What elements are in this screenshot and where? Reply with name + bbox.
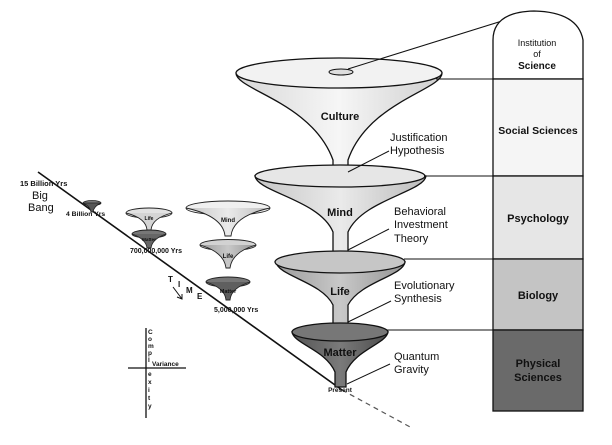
stage3-cones: Mind Life Matter bbox=[185, 200, 271, 301]
cx-i: i bbox=[148, 387, 150, 394]
es-line-1: Evolutionary bbox=[394, 280, 455, 292]
science-column: Institution of Science Social Sciences P… bbox=[347, 10, 584, 412]
time-letter-t: T bbox=[168, 275, 173, 284]
cx-l: l bbox=[148, 357, 150, 364]
present-label: Present bbox=[328, 387, 353, 394]
time-letter-e: E bbox=[197, 292, 203, 301]
es-line-2: Synthesis bbox=[394, 293, 442, 305]
five-million-years: 5,000,000 Yrs bbox=[214, 307, 258, 314]
psychology-label: Psychology bbox=[507, 213, 570, 225]
time-letter-i: I bbox=[178, 280, 180, 289]
cx-x: x bbox=[148, 379, 152, 386]
cx-p: p bbox=[148, 350, 152, 357]
complexity-variance-axes: C o m p l e x i t y Variance bbox=[128, 328, 186, 418]
complexity-label: C o m p l e x i t y bbox=[148, 329, 154, 410]
bit-line-1: Behavioral bbox=[394, 206, 446, 218]
matter-label: Matter bbox=[323, 347, 357, 359]
social-sciences-box bbox=[492, 78, 584, 177]
stage2-cones: Life Matter bbox=[125, 207, 173, 249]
bit-pointer bbox=[347, 228, 390, 251]
stage3-life-label: Life bbox=[223, 254, 234, 260]
time-label: T I M E bbox=[168, 275, 203, 301]
jh-line-1: Justification bbox=[390, 132, 447, 144]
physical-sciences-box bbox=[492, 329, 584, 412]
stage2-matter-label: Matter bbox=[142, 237, 156, 242]
timeline-future-dashed bbox=[341, 389, 413, 429]
cx-m: m bbox=[148, 343, 154, 350]
cx-e: e bbox=[148, 371, 152, 378]
cone-life: Life bbox=[274, 250, 406, 327]
institution-line-2: of bbox=[533, 49, 541, 59]
biology-box bbox=[492, 258, 584, 331]
physical-sciences-line-1: Physical bbox=[516, 358, 561, 370]
qg-line-1: Quantum bbox=[394, 351, 439, 363]
mind-label: Mind bbox=[327, 207, 353, 219]
four-billion-years: 4 Billion Yrs bbox=[66, 211, 105, 218]
institution-line-3: Science bbox=[518, 61, 556, 72]
cone-matter: Matter bbox=[291, 322, 389, 388]
big-bang-years: 15 Billion Yrs bbox=[20, 179, 67, 188]
cx-c: C bbox=[148, 329, 153, 336]
seven-hundred-million-years: 700,000,000 Yrs bbox=[130, 248, 182, 255]
jh-pointer bbox=[347, 150, 390, 173]
stage2-life-label: Life bbox=[145, 216, 154, 222]
big-bang-label-1: Big bbox=[32, 190, 48, 202]
jh-line-2: Hypothesis bbox=[390, 145, 445, 157]
culture-hole bbox=[328, 68, 354, 76]
big-bang-label-2: Bang bbox=[28, 202, 54, 214]
institution-line-1: Institution bbox=[518, 38, 557, 48]
institution-dome bbox=[492, 10, 584, 80]
cone-culture: Culture bbox=[235, 57, 443, 180]
culture-label: Culture bbox=[321, 111, 360, 123]
es-pointer bbox=[347, 300, 392, 323]
variance-label: Variance bbox=[152, 361, 179, 368]
time-arrow-head bbox=[176, 294, 183, 300]
psychology-box bbox=[492, 175, 584, 260]
cx-y: y bbox=[148, 403, 152, 410]
time-letter-m: M bbox=[186, 286, 193, 295]
bit-line-2: Investment bbox=[394, 219, 448, 231]
timeline-line bbox=[37, 171, 343, 391]
physical-sciences-line-2: Sciences bbox=[514, 372, 562, 384]
social-sciences-label: Social Sciences bbox=[498, 125, 578, 137]
stage3-matter-label: Matter bbox=[220, 289, 237, 295]
bit-line-3: Theory bbox=[394, 233, 429, 245]
qg-line-2: Gravity bbox=[394, 364, 429, 376]
stage3-mind-label: Mind bbox=[221, 218, 235, 224]
cx-o: o bbox=[148, 336, 152, 343]
life-label: Life bbox=[330, 286, 350, 298]
biology-label: Biology bbox=[518, 290, 559, 302]
time-arrow bbox=[172, 286, 183, 300]
cone-mind: Mind bbox=[254, 164, 427, 256]
cx-t: t bbox=[148, 395, 151, 402]
qg-pointer bbox=[346, 363, 391, 385]
cone-matter-tiny bbox=[82, 200, 102, 213]
